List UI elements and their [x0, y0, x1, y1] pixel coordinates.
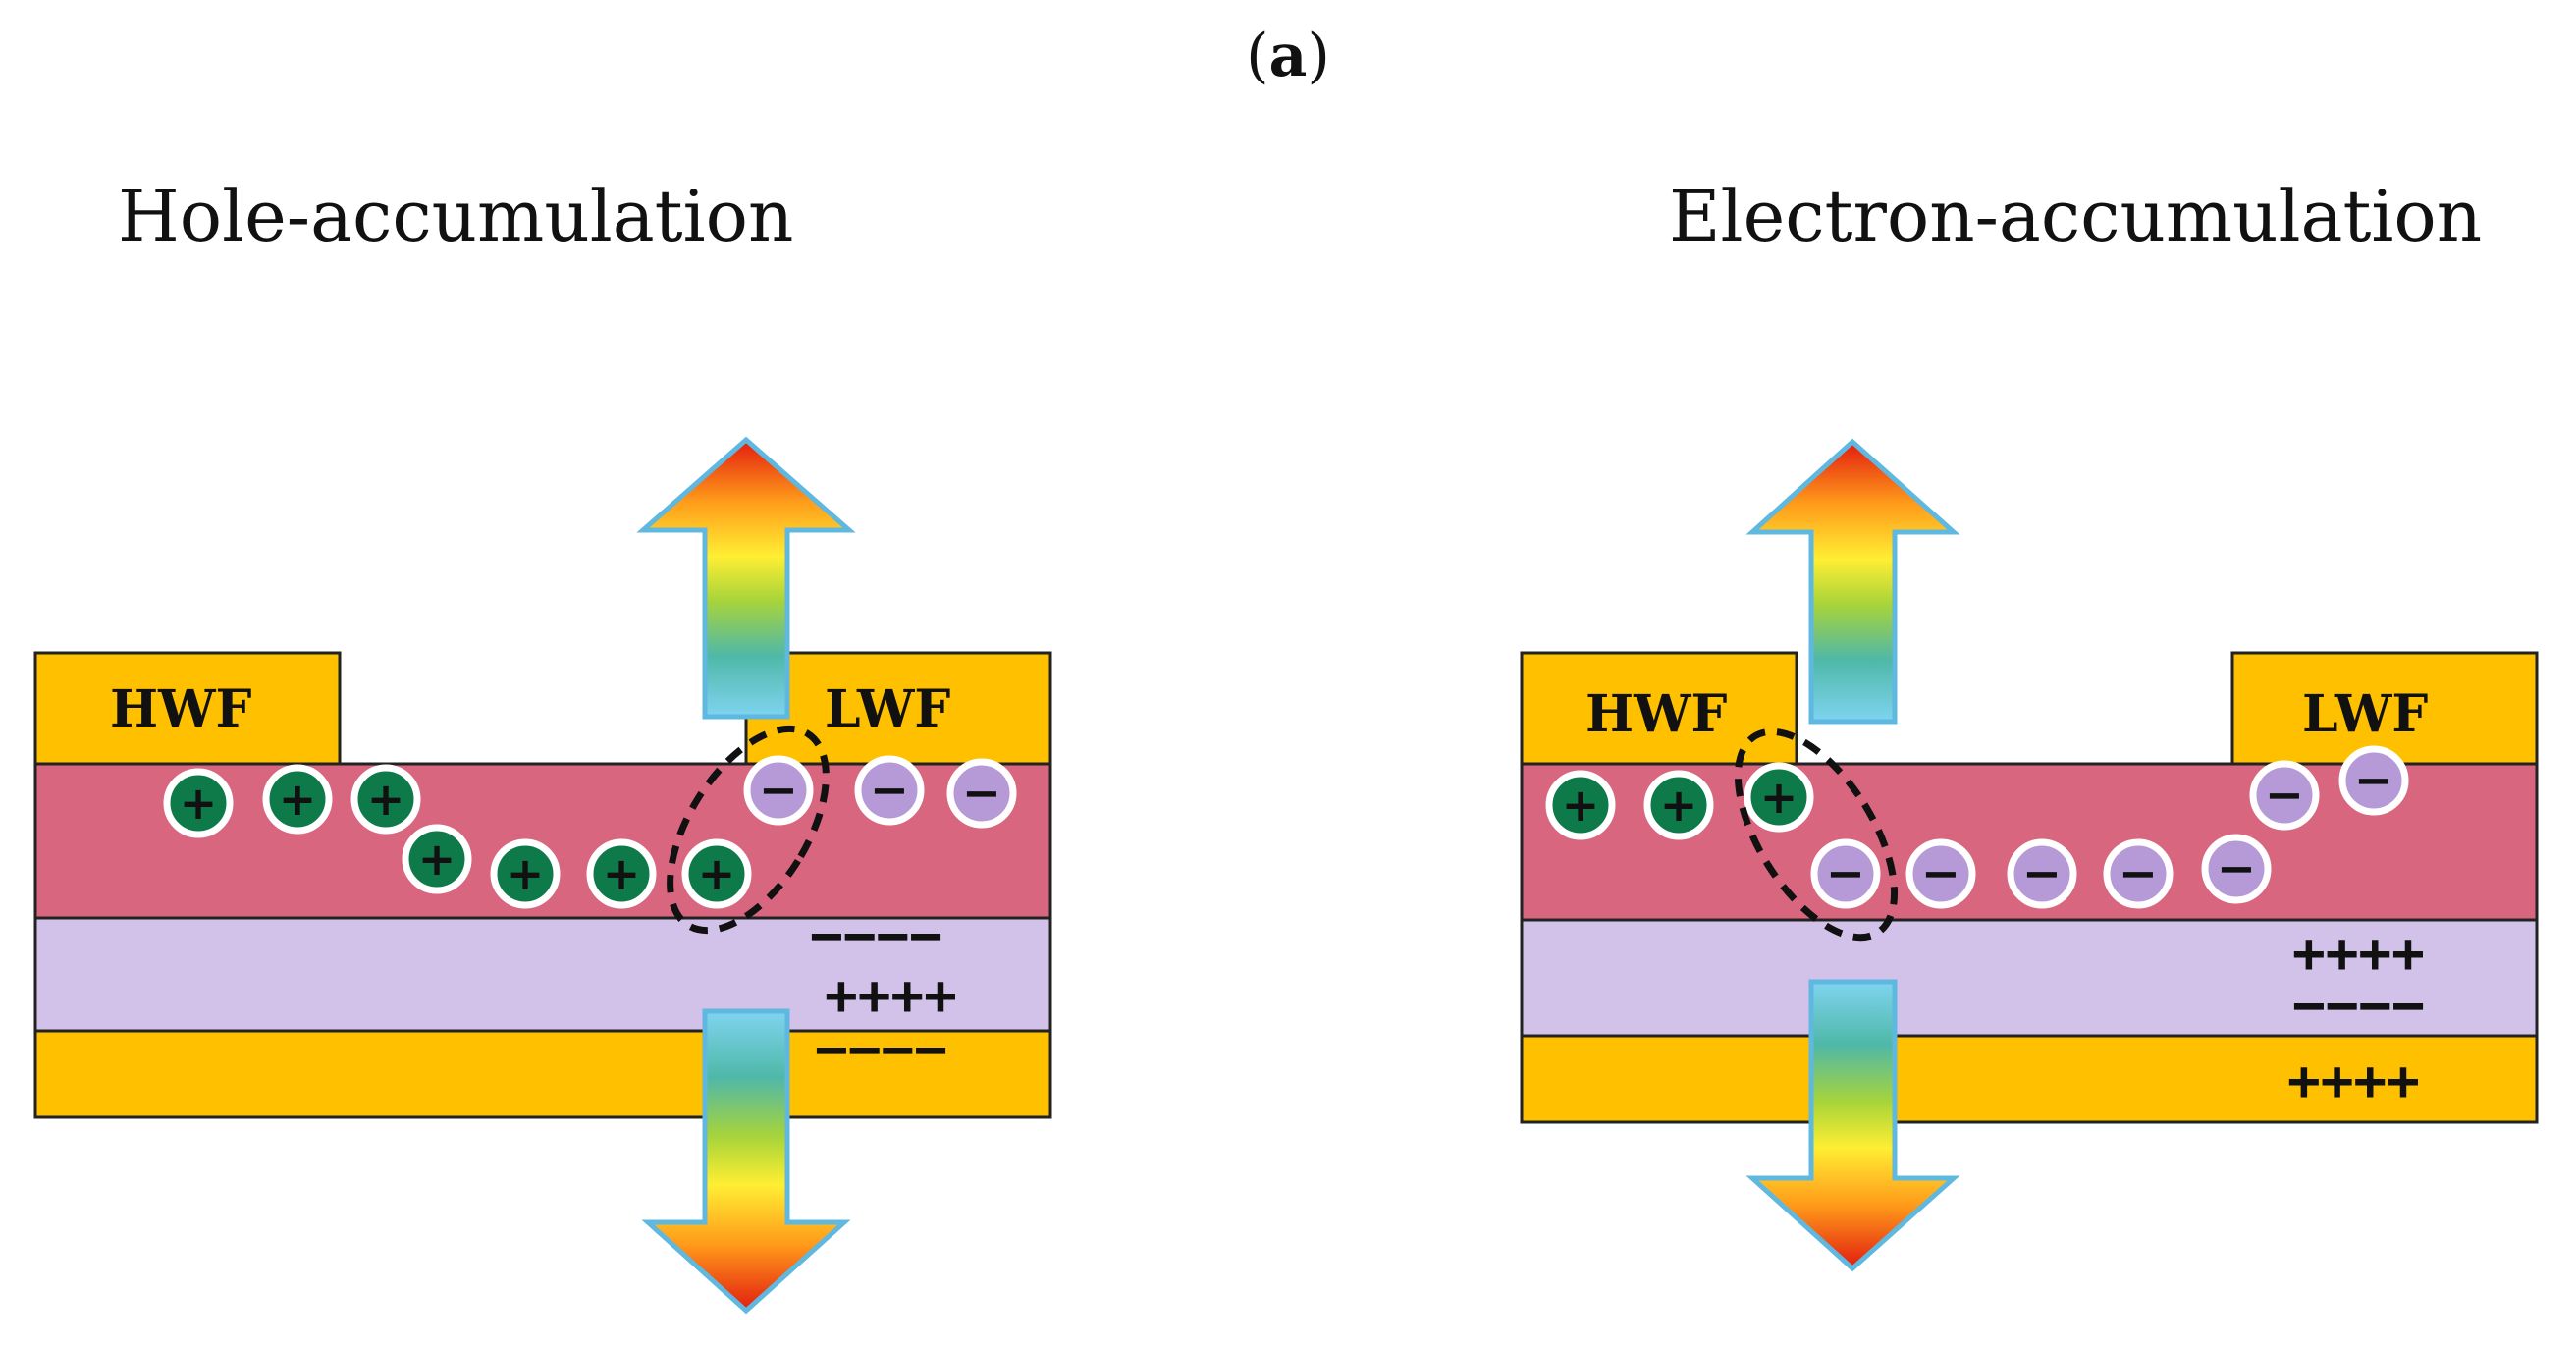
electron: −	[2201, 834, 2272, 904]
dielectric-layer	[33, 916, 1052, 1033]
figure-label: (a)	[1246, 22, 1330, 90]
hwf-electrode	[33, 651, 342, 766]
hole: +	[490, 838, 561, 909]
electron-sign: −	[2217, 841, 2256, 896]
hole: +	[402, 824, 472, 894]
electron-sign: −	[870, 763, 909, 818]
hole-sign: +	[507, 847, 545, 900]
electron-sign: −	[962, 766, 1001, 821]
panel-title-electron-accumulation: Electron-accumulation	[1669, 175, 2483, 257]
emission-up-arrow	[636, 436, 856, 720]
hole: +	[163, 768, 234, 838]
hwf-label: HWF	[1585, 684, 1728, 744]
hole: +	[1545, 770, 1616, 840]
lwf-label: LWF	[2302, 684, 2428, 744]
charge-row-2: ++++	[825, 964, 957, 1028]
hole-sign: +	[418, 833, 456, 886]
charge-row-1: ++++	[2292, 922, 2425, 986]
electron: −	[2249, 760, 2320, 831]
electron: −	[946, 758, 1017, 829]
electron: −	[1810, 838, 1881, 909]
emission-down-arrow	[641, 1008, 851, 1315]
hwf-electrode	[1520, 651, 1798, 766]
hole: +	[586, 838, 657, 909]
panel-hole-accumulation: HWF LWF −−−− ++++ −−−− + + + + + + + − −…	[33, 436, 1052, 1315]
hole-sign: +	[1760, 771, 1798, 824]
charge-row-1: −−−−	[810, 904, 942, 968]
electron-sign: −	[2022, 846, 2062, 901]
hole-sign: +	[180, 777, 218, 830]
lwf-label: LWF	[825, 679, 950, 739]
electron: −	[2007, 838, 2077, 909]
hole: +	[262, 764, 333, 835]
charge-row-2: −−−−	[2292, 974, 2425, 1038]
electron: −	[1905, 838, 1976, 909]
panel-electron-accumulation: HWF LWF ++++ −−−− ++++ + + + − − − − − −…	[1520, 438, 2539, 1272]
panel-title-hole-accumulation: Hole-accumulation	[118, 175, 794, 257]
emission-up-arrow	[1745, 438, 1960, 725]
hole: +	[681, 838, 752, 909]
electron-sign: −	[759, 763, 798, 818]
hole-sign: +	[1562, 779, 1600, 832]
exciton-ellipse	[667, 725, 830, 935]
hole-sign: +	[279, 773, 317, 826]
hole: +	[350, 764, 421, 835]
electron-sign: −	[1826, 846, 1865, 901]
hole-sign: +	[1660, 779, 1698, 832]
electron-sign: −	[1921, 846, 1960, 901]
exciton-ellipse	[1734, 727, 1899, 942]
charge-row-3: ++++	[2287, 1050, 2420, 1113]
electrons: − − −	[743, 755, 1017, 829]
charge-row-3: −−−−	[815, 1018, 947, 1082]
electron-sign: −	[2354, 753, 2393, 808]
hole-sign: +	[698, 847, 736, 900]
holes: + + + + + + +	[163, 764, 752, 909]
lwf-electrode	[2230, 651, 2539, 766]
dielectric-layer	[1520, 918, 2539, 1038]
electrons: − − − − − − −	[1810, 745, 2409, 909]
electron: −	[743, 755, 814, 826]
bottom-electrode	[33, 1029, 1052, 1119]
hole-sign: +	[367, 773, 405, 826]
hole: +	[1744, 762, 1814, 833]
hwf-label: HWF	[110, 679, 252, 739]
lwf-electrode	[744, 651, 1052, 766]
electron: −	[854, 755, 925, 826]
emission-down-arrow	[1745, 979, 1960, 1272]
hole-sign: +	[603, 847, 641, 900]
electron-sign: −	[2119, 846, 2158, 901]
bottom-electrode	[1520, 1034, 2539, 1124]
electron: −	[2338, 745, 2409, 816]
holes: + + +	[1545, 762, 1814, 840]
hole: +	[1643, 770, 1714, 840]
electron: −	[2103, 838, 2174, 909]
electron-sign: −	[2265, 768, 2304, 823]
